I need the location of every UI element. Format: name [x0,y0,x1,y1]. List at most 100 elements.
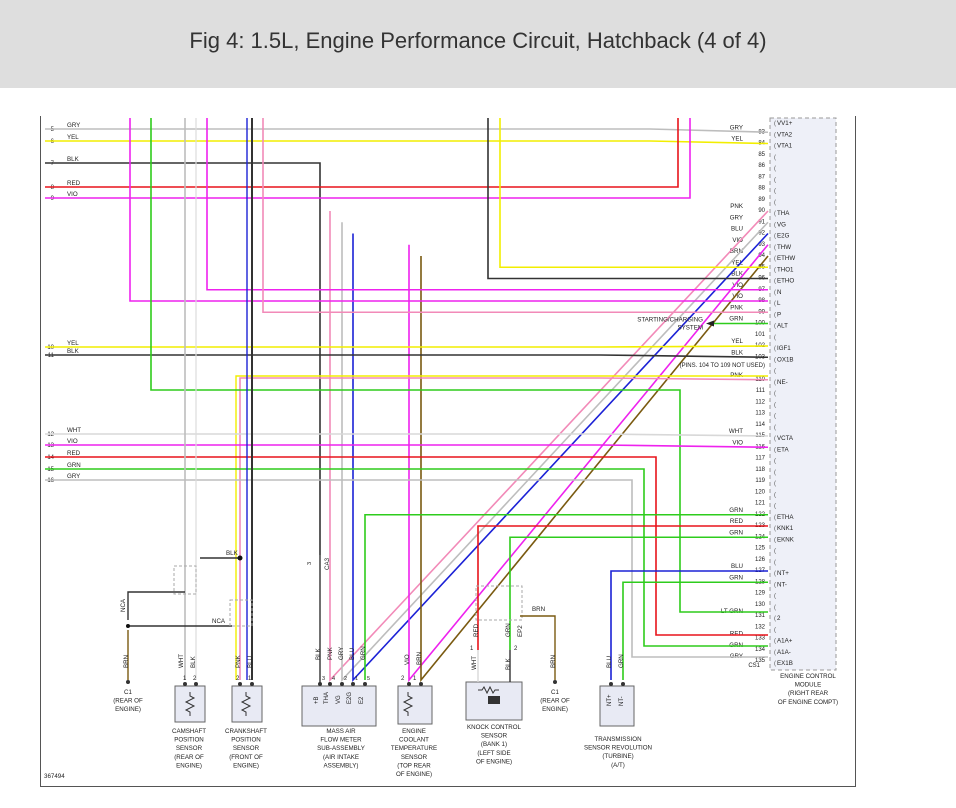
ecm-pin-number: 129 [755,591,766,597]
ecm-pin-name: N [777,289,781,296]
ecm-pin-bracket: ( [774,436,776,442]
pin-dot [363,682,367,686]
ecm-pin-color: PNK [730,372,744,379]
coil-icon [184,692,196,716]
system-label: SYSTEM [678,325,703,332]
left-pin-number: 13 [47,443,54,449]
ecm-pin-name: NT- [777,581,787,588]
ecm-pin-number: 93 [758,242,765,248]
ecm-pin-name: NT+ [777,570,789,577]
maf-sensor [301,685,377,727]
ecm-pin-name: IGF1 [777,345,791,352]
pin-dot [621,682,625,686]
ecm-pin-number: 130 [755,602,766,608]
ecm-pin-name: KNK1 [777,525,794,532]
ecm-pin-color: BLU [731,226,743,233]
c1-rear-label: C1 [124,689,132,696]
ect-label: TEMPERATURE [391,745,437,752]
ecm-box [769,117,837,671]
coil-icon [240,692,252,716]
ecm-pin-bracket: ( [774,155,776,161]
ecm-pin-bracket: ( [774,414,776,420]
ecm-pin-bracket: ( [774,144,776,150]
splice-dot [126,624,130,628]
pin-dot [340,682,344,686]
wire-pin-102 [45,345,769,348]
wire-color-label: PNK [235,654,242,668]
ecm-pin-color: BLU [731,563,743,570]
ecm-pin-bracket: ( [774,177,776,183]
ecm-pin-bracket: ( [774,605,776,611]
c1-rear-label: (REAR OF [540,698,570,705]
ecm-pin-name: ETHW [777,255,795,262]
wire-pin-123 [477,525,768,650]
crankshaft-label: ENGINE) [233,762,259,769]
pin-number: 4 [332,676,335,682]
ecm-pin-number: 118 [755,467,765,473]
pin-number: 2 [236,676,240,682]
ecm-pin-bracket: ( [774,459,776,465]
ect-label: COOLANT [399,737,429,744]
pin-dot [250,682,254,686]
ca3-label: CA3 [324,557,331,570]
maf-label: SUB-ASSEMBLY [317,745,365,752]
wire-pin-93 [408,244,769,683]
left-pin-number: 12 [47,432,54,438]
ecm-pin-color: VIO [732,439,743,446]
wire-color-label: WHT [178,654,185,668]
left-pin-number: 16 [47,478,54,484]
ecm-pin-color: RED [730,518,744,525]
wire-pin-128 [622,581,768,680]
wire-9 [45,118,691,199]
wire-color-label: GRN [360,646,367,660]
wire-15-134 [45,468,768,647]
left-pin-number: 6 [51,139,55,145]
left-pin-color: GRY [67,122,80,129]
ecm-pin-bracket: ( [774,234,776,240]
wire-color-label: GRN [618,654,625,668]
pin-number: 2 [514,646,518,652]
ecm-pin-bracket: ( [774,189,776,195]
ecm-pin-number: 91 [758,219,765,225]
ecm-pin-number: 132 [755,624,766,630]
maf-pin-name: +B [314,696,320,704]
resistor-icon [478,685,499,695]
ecm-pin-bracket: ( [774,650,776,656]
transmission-label: (A/T) [611,762,625,769]
ecm-pin-color: VIO [732,293,743,300]
crankshaft-label: POSITION [231,737,261,744]
ecm-pin-bracket: ( [774,369,776,375]
ecm-pin-name: THO1 [777,266,794,273]
ecm-pin-color: GRN [729,507,743,514]
ecm-pin-color: RED [730,631,744,638]
ecm-pin-number: 126 [755,557,766,563]
left-pin-number: 11 [48,353,55,359]
ecm-pin-bracket: ( [774,402,776,408]
ecm-pin-bracket: ( [774,391,776,397]
diagram-frame [40,116,856,787]
splice-dot [237,555,243,561]
ecm-pin-name: EKNK [777,536,795,543]
ecm-label: MODULE [795,682,821,689]
ecm-pin-bracket: ( [774,504,776,510]
ecm-pin-name: P [777,311,781,318]
camshaft-label: POSITION [174,737,204,744]
wire-pin-116 [45,444,769,449]
pin-number: 2 [401,676,405,682]
ecm-pin-bracket: ( [774,515,776,521]
maf-label: MASS AIR [326,728,356,735]
connector-label: CS1 [748,663,760,669]
ecm-pin-name: NE- [777,379,788,386]
wire-pin-84 [45,140,769,145]
left-pin-number: 15 [47,467,54,473]
c1-rear-label: C1 [551,689,559,696]
pin-number: 3 [322,676,325,682]
shield-box [475,585,523,621]
left-pin-number: 10 [47,345,54,351]
ect-label: ENGINE [402,728,426,735]
blk-label: BLK [226,550,239,557]
ecm-pin-name: VV1+ [777,120,793,127]
left-pin-color: GRY [67,473,80,480]
ecm-pin-color: YEL [731,338,743,345]
